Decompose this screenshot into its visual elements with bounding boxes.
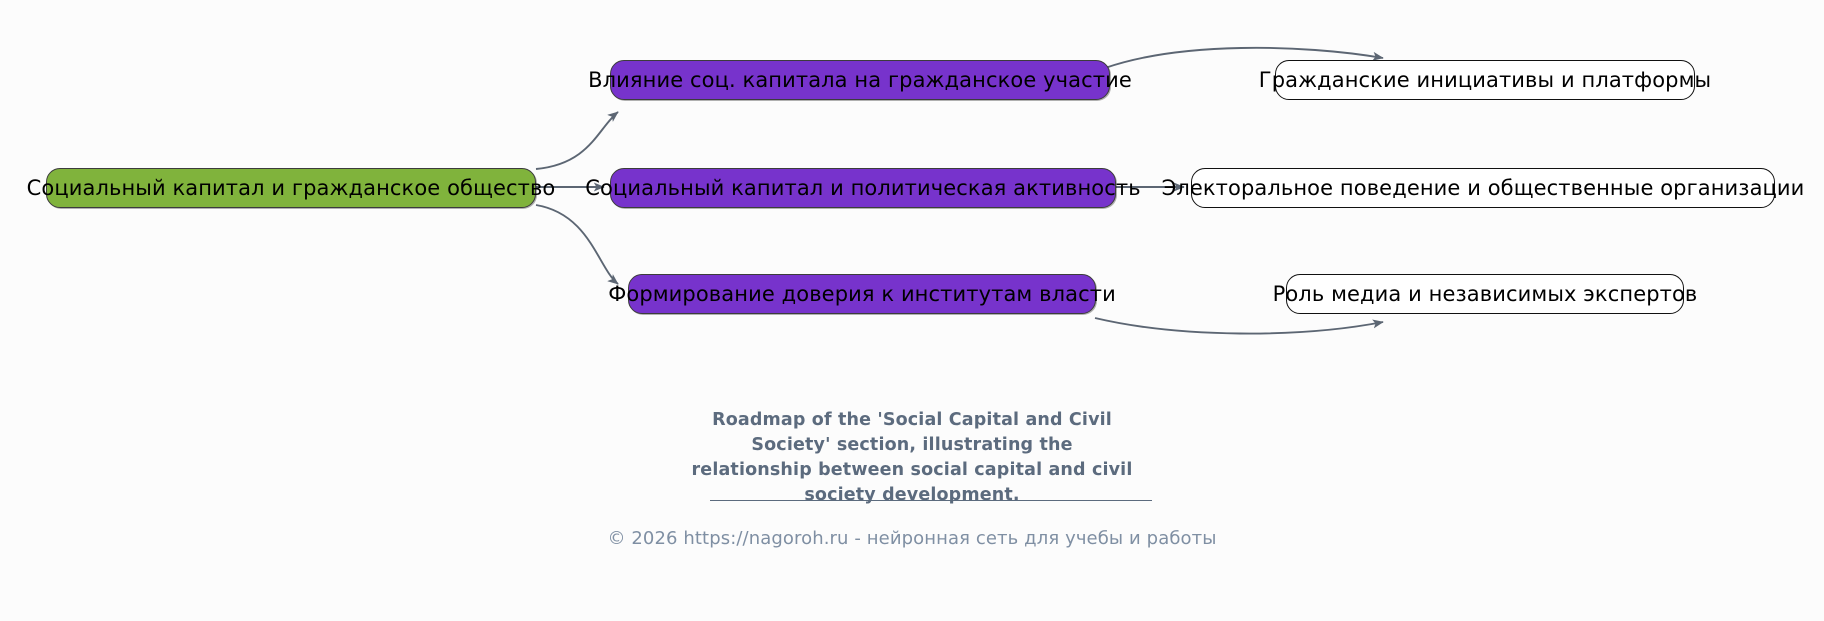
diagram-caption: Roadmap of the 'Social Capital and Civil…: [0, 408, 1824, 507]
node-branch-2-label: Социальный капитал и политическая активн…: [585, 175, 1141, 200]
node-branch-3-label: Формирование доверия к институтам власти: [608, 281, 1116, 306]
edge-branch-3-to-leaf-3: [1094, 317, 1384, 335]
footer-text: © 2026 https://nagoroh.ru - нейронная се…: [607, 528, 1217, 549]
edge-branch-1-to-leaf-1: [1104, 46, 1384, 69]
node-root-label: Социальный капитал и гражданское обществ…: [26, 175, 556, 200]
caption-line-3: relationship between social capital and …: [691, 459, 1133, 480]
node-branch-1-label: Влияние соц. капитала на гражданское уча…: [588, 67, 1132, 92]
node-leaf-2[interactable]: Электоральное поведение и общественные о…: [1162, 168, 1804, 208]
node-branch-1[interactable]: Влияние соц. капитала на гражданское уча…: [588, 60, 1132, 100]
caption-line-1: Roadmap of the 'Social Capital and Civil: [712, 410, 1112, 430]
node-leaf-3[interactable]: Роль медиа и независимых экспертов: [1273, 274, 1697, 314]
node-leaf-3-label: Роль медиа и независимых экспертов: [1272, 281, 1698, 306]
node-branch-2[interactable]: Социальный капитал и политическая активн…: [585, 168, 1141, 208]
node-root[interactable]: Социальный капитал и гражданское обществ…: [27, 168, 555, 208]
node-leaf-1[interactable]: Гражданские инициативы и платформы: [1259, 60, 1711, 100]
edge-root-to-branch-3: [535, 204, 619, 285]
footer-divider: [710, 500, 1152, 501]
edge-root-to-branch-1: [535, 111, 619, 170]
node-leaf-1-label: Гражданские инициативы и платформы: [1258, 67, 1712, 92]
node-leaf-2-label: Электоральное поведение и общественные о…: [1161, 175, 1805, 200]
node-branch-3[interactable]: Формирование доверия к институтам власти: [608, 274, 1116, 314]
caption-line-2: Society' section, illustrating the: [751, 434, 1073, 455]
caption-line-4: society development.: [804, 484, 1020, 505]
